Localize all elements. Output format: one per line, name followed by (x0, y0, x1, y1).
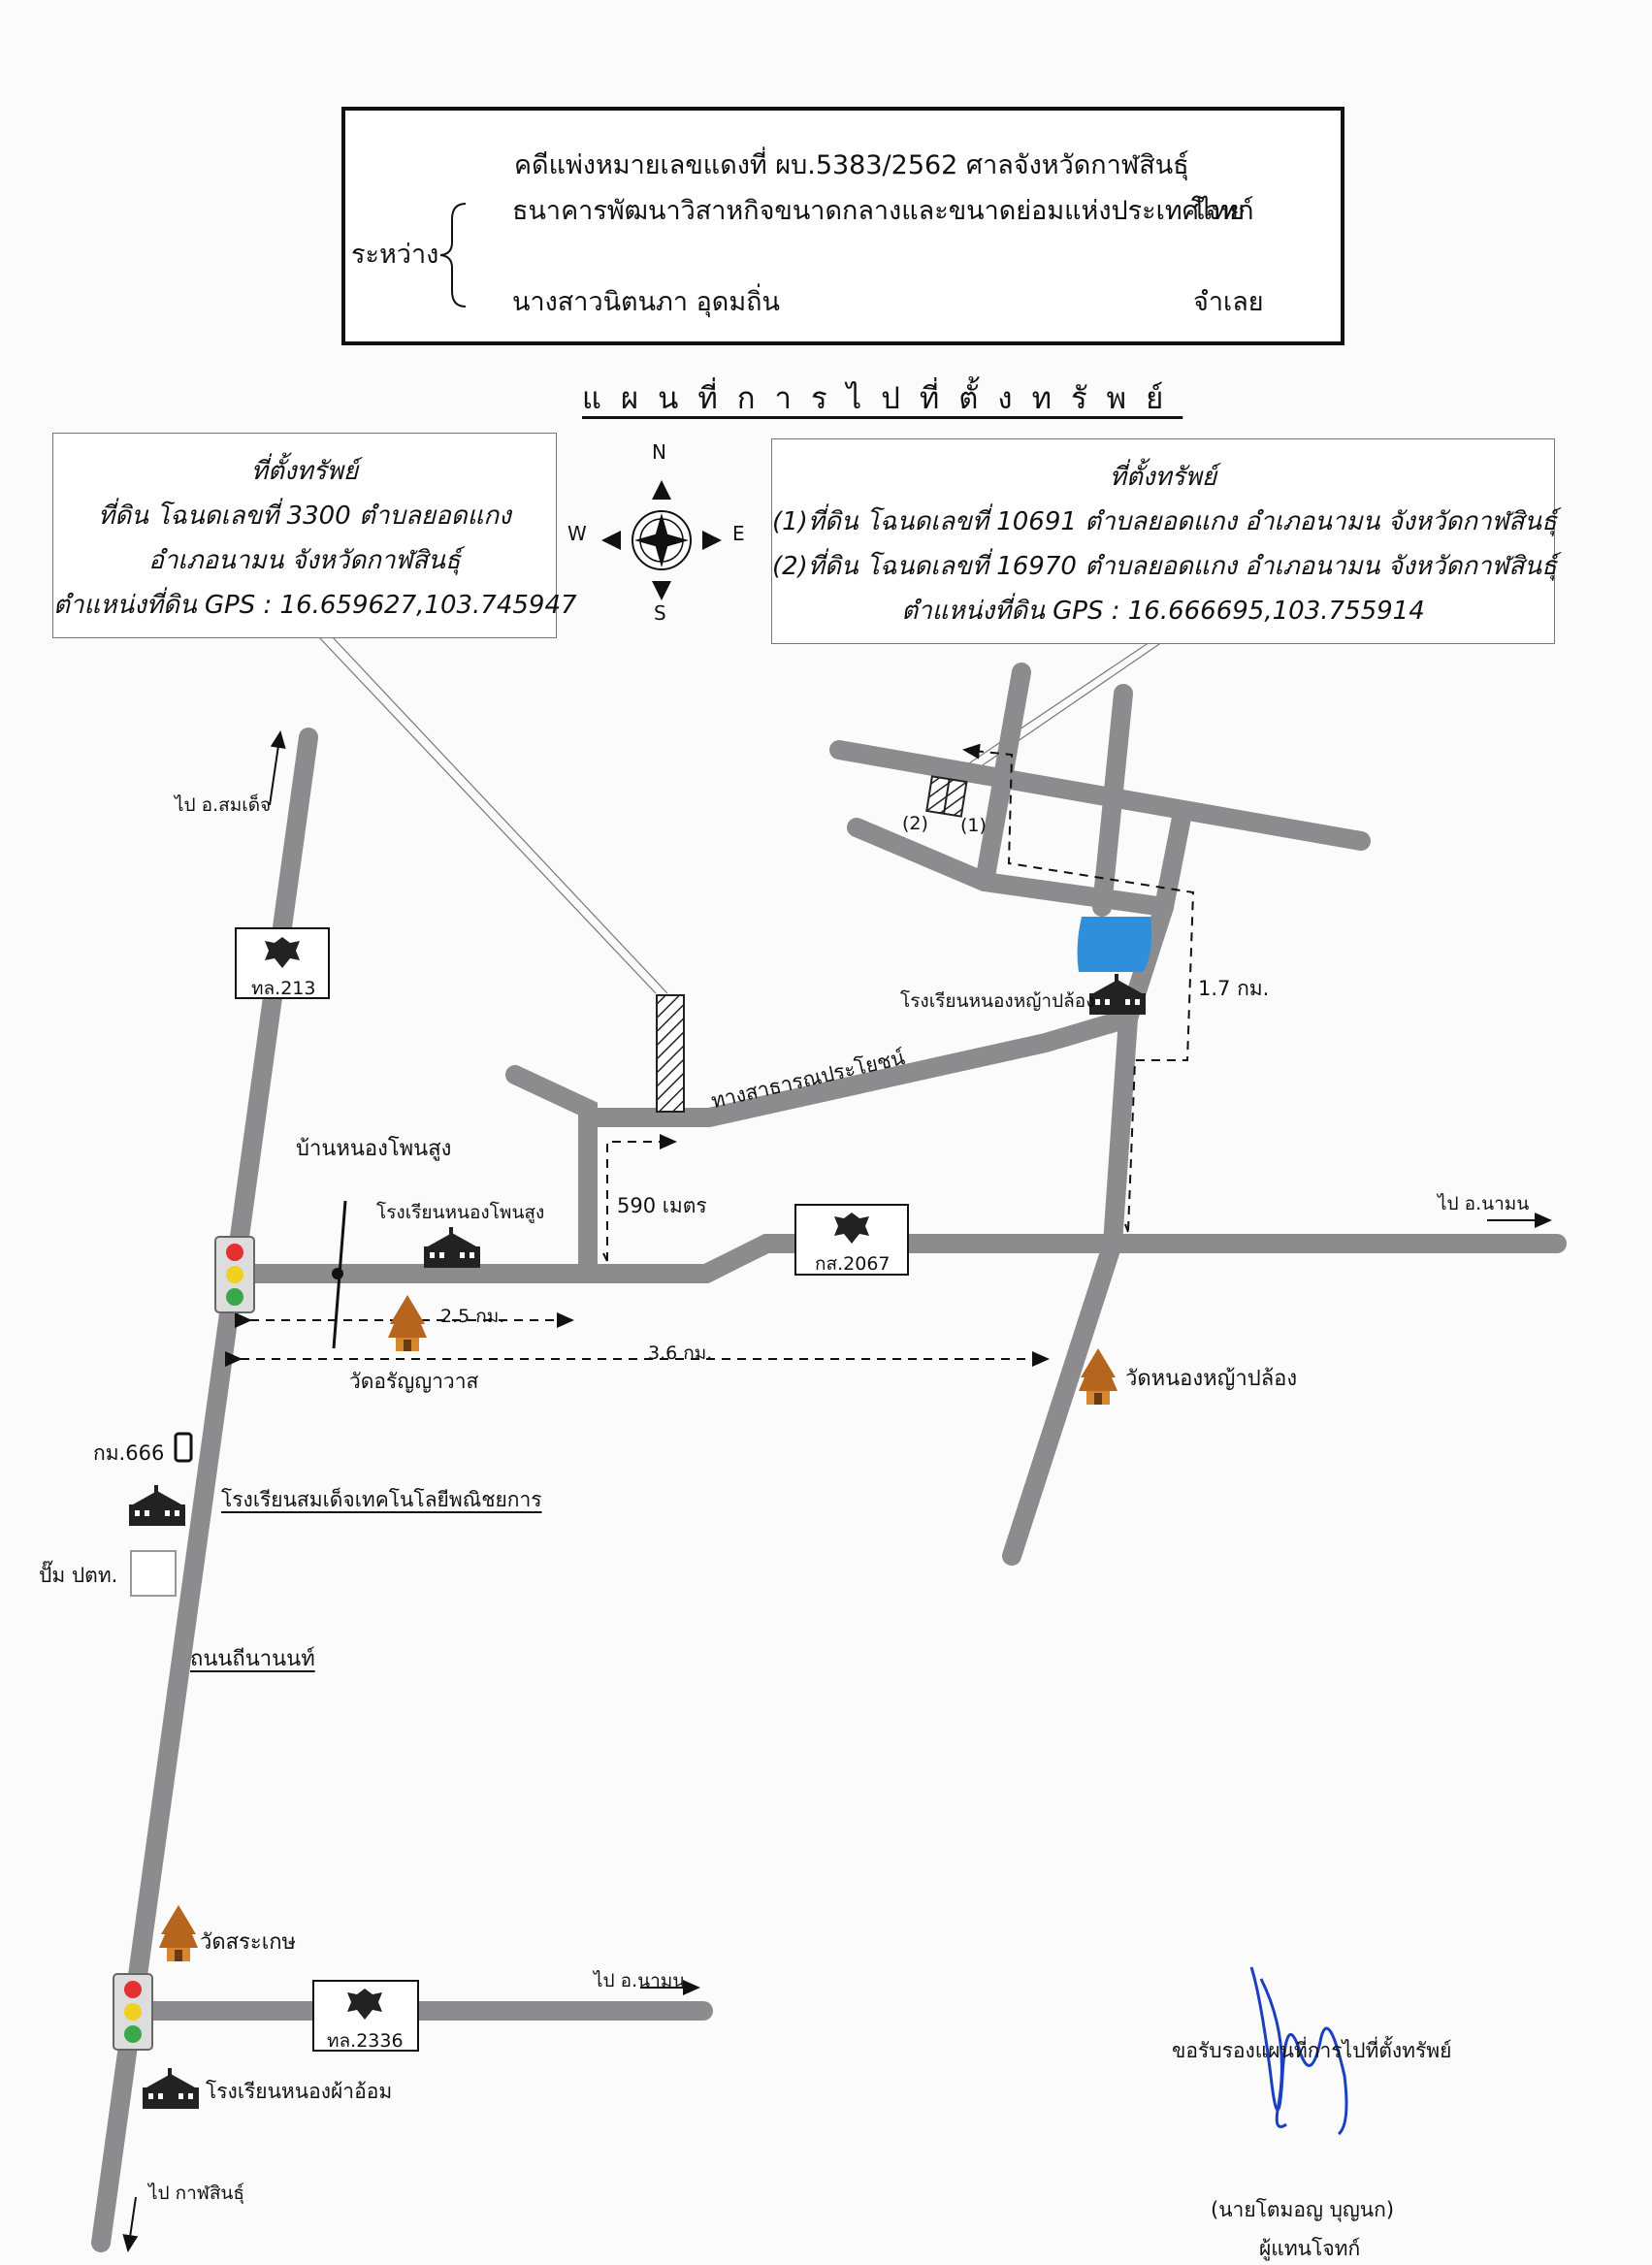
temple-icon-nong-ya-plong (1079, 1348, 1118, 1405)
signature-scribble (1249, 1966, 1348, 2136)
defendant-name: นางสาวนิตนภา อุดมถิ่น (512, 287, 780, 317)
label-wat-nong-ya-plong: วัดหนองหญ้าปล้อง (1125, 1367, 1298, 1391)
callout-right: ที่ตั้งทรัพย์ (1)ที่ดิน โฉนดเลขที่ 10691… (771, 438, 1557, 644)
traffic-light-icon-1 (214, 1236, 255, 1313)
road-north-west (847, 818, 994, 891)
callout-right-gps: ตำแหน่งที่ดิน GPS : 16.666695,103.755914 (901, 597, 1425, 626)
village-dot (332, 1268, 343, 1279)
road-north-east (829, 740, 1371, 851)
callout-right-line1: (1)ที่ดิน โฉนดเลขที่ 10691 ตำบลยอดแกง อำ… (772, 507, 1557, 536)
signature-certify: ขอรับรองแผนที่การไปที่ตั้งทรัพย์ (1172, 2039, 1452, 2062)
route-shield-2336 (312, 1980, 419, 2052)
case-header-box (341, 107, 1344, 345)
label-pump-ptt: ปั๊ม ปตท. (39, 1564, 118, 1587)
label-km-666: กม.666 (93, 1441, 165, 1465)
callout-leader-left (317, 635, 668, 994)
map-title: แผนที่การไปที่ตั้งทรัพย์ (582, 381, 1183, 416)
route-1-7km (962, 743, 1195, 1231)
compass-icon (601, 480, 722, 600)
route-590m (606, 1134, 677, 1261)
label-dist-2-5: 2.5 กม. (440, 1306, 505, 1327)
pond-blue (1077, 917, 1151, 972)
compass-e: E (732, 522, 745, 545)
callout-left: ที่ตั้งทรัพย์ ที่ดิน โฉนดเลขที่ 3300 ตำบ… (52, 433, 577, 638)
signature-name: (นายโตมอญ บุญนก) (1211, 2198, 1395, 2221)
label-wat-sa-kesa: วัดสระเกษ (200, 1930, 297, 1955)
case-number-line: คดีแพ่งหมายเลขแดงที่ ผบ.5383/2562 ศาลจัง… (514, 150, 1189, 180)
callout-left-line1: ที่ดิน โฉนดเลขที่ 3300 ตำบลยอดแกง (98, 502, 511, 531)
callout-right-line2: (2)ที่ดิน โฉนดเลขที่ 16970 ตำบลยอดแกง อำ… (772, 552, 1557, 581)
label-dist-590: 590 เมตร (617, 1194, 707, 1217)
route-shield-213 (235, 927, 330, 999)
school-icon-nong-ya-plong (1089, 974, 1146, 1015)
between-label: ระหว่าง (351, 240, 439, 270)
label-dist-1-7: 1.7 กม. (1198, 977, 1270, 1000)
traffic-light-icon-2 (113, 1973, 153, 2051)
public-way-main (578, 1009, 1137, 1127)
callout-left-line2: อำเภอนามน จังหวัดกาฬสินธุ์ (148, 546, 461, 575)
label-school-nong-pha-om: โรงเรียนหนองผ้าอ้อม (206, 2080, 393, 2103)
public-way (505, 1065, 598, 1283)
signature-role: ผู้แทนโจทก์ (1259, 2237, 1361, 2260)
school-icon-nong-pha-om (143, 2068, 199, 2109)
label-to-somdet: ไป อ.สมเด็จ (175, 794, 272, 816)
label-thanon-thinanon: ถนนถีนานนท์ (190, 1647, 315, 1671)
label-school-somdet-tech: โรงเรียนสมเด็จเทคโนโลยีพณิชยการ (221, 1488, 542, 1511)
compass-n: N (652, 440, 666, 464)
label-plot-1: (1) (960, 815, 987, 836)
label-route-213: ทล.213 (251, 978, 316, 999)
plots-10691-16970 (925, 775, 968, 818)
school-icon-phon-sung (424, 1227, 480, 1268)
label-route-2067: กส.2067 (815, 1253, 891, 1275)
callout-left-gps: ตำแหน่งที่ดิน GPS : 16.659627,103.745947 (53, 591, 577, 620)
label-school-nong-phon-sung: โรงเรียนหนองโพนสูง (376, 1202, 545, 1223)
label-to-namon-1: ไป อ.นามน (1438, 1193, 1530, 1214)
label-dist-3-6: 3.6 กม. (648, 1343, 713, 1364)
brace-icon (439, 203, 467, 307)
compass-w: W (567, 522, 587, 545)
plaintiff-name: ธนาคารพัฒนาวิสาหกิจขนาดกลางและขนาดย่อมแห… (512, 196, 1246, 226)
label-plot-2: (2) (902, 813, 928, 834)
callout-right-heading: ที่ตั้งทรัพย์ (1109, 463, 1217, 492)
plot-3300-hatched (656, 994, 685, 1113)
direction-arrows (122, 730, 1552, 2252)
pump-station-icon (130, 1550, 177, 1597)
route-shield-2067 (794, 1204, 909, 1276)
road-north-v3 (1154, 808, 1191, 917)
label-wat-aranyawat: วัดอรัญญาวาส (349, 1370, 479, 1393)
km-post-icon (174, 1432, 193, 1463)
label-ban-nong-phon-sung: บ้านหนองโพนสูง (296, 1137, 452, 1161)
temple-icon-aranyawat (388, 1295, 427, 1351)
temple-icon-sa-kesa (159, 1905, 198, 1961)
road-2067 (696, 1234, 1567, 1283)
defendant-role: จำเลย (1193, 287, 1264, 317)
label-route-2336: ทล.2336 (327, 2030, 404, 2052)
label-to-kalasin: ไป กาฬสินธุ์ (148, 2183, 244, 2204)
road-north-bottom (975, 872, 1174, 917)
label-to-namon-2: ไป อ.นามน (594, 1970, 686, 1991)
road-north-v2 (1092, 684, 1133, 917)
label-school-nong-ya-plong: โรงเรียนหนองหญ้าปล้อง (900, 990, 1095, 1012)
plaintiff-role: โจทก์ (1191, 196, 1254, 226)
callout-left-heading: ที่ตั้งทรัพย์ (250, 457, 359, 486)
road-nong-ya-plong-north (1103, 1009, 1138, 1253)
road-nong-ya-plong-south (1002, 1234, 1122, 1566)
compass-s: S (654, 601, 666, 625)
road-north-v1 (975, 663, 1031, 891)
school-icon-somdet-tech (129, 1485, 185, 1526)
